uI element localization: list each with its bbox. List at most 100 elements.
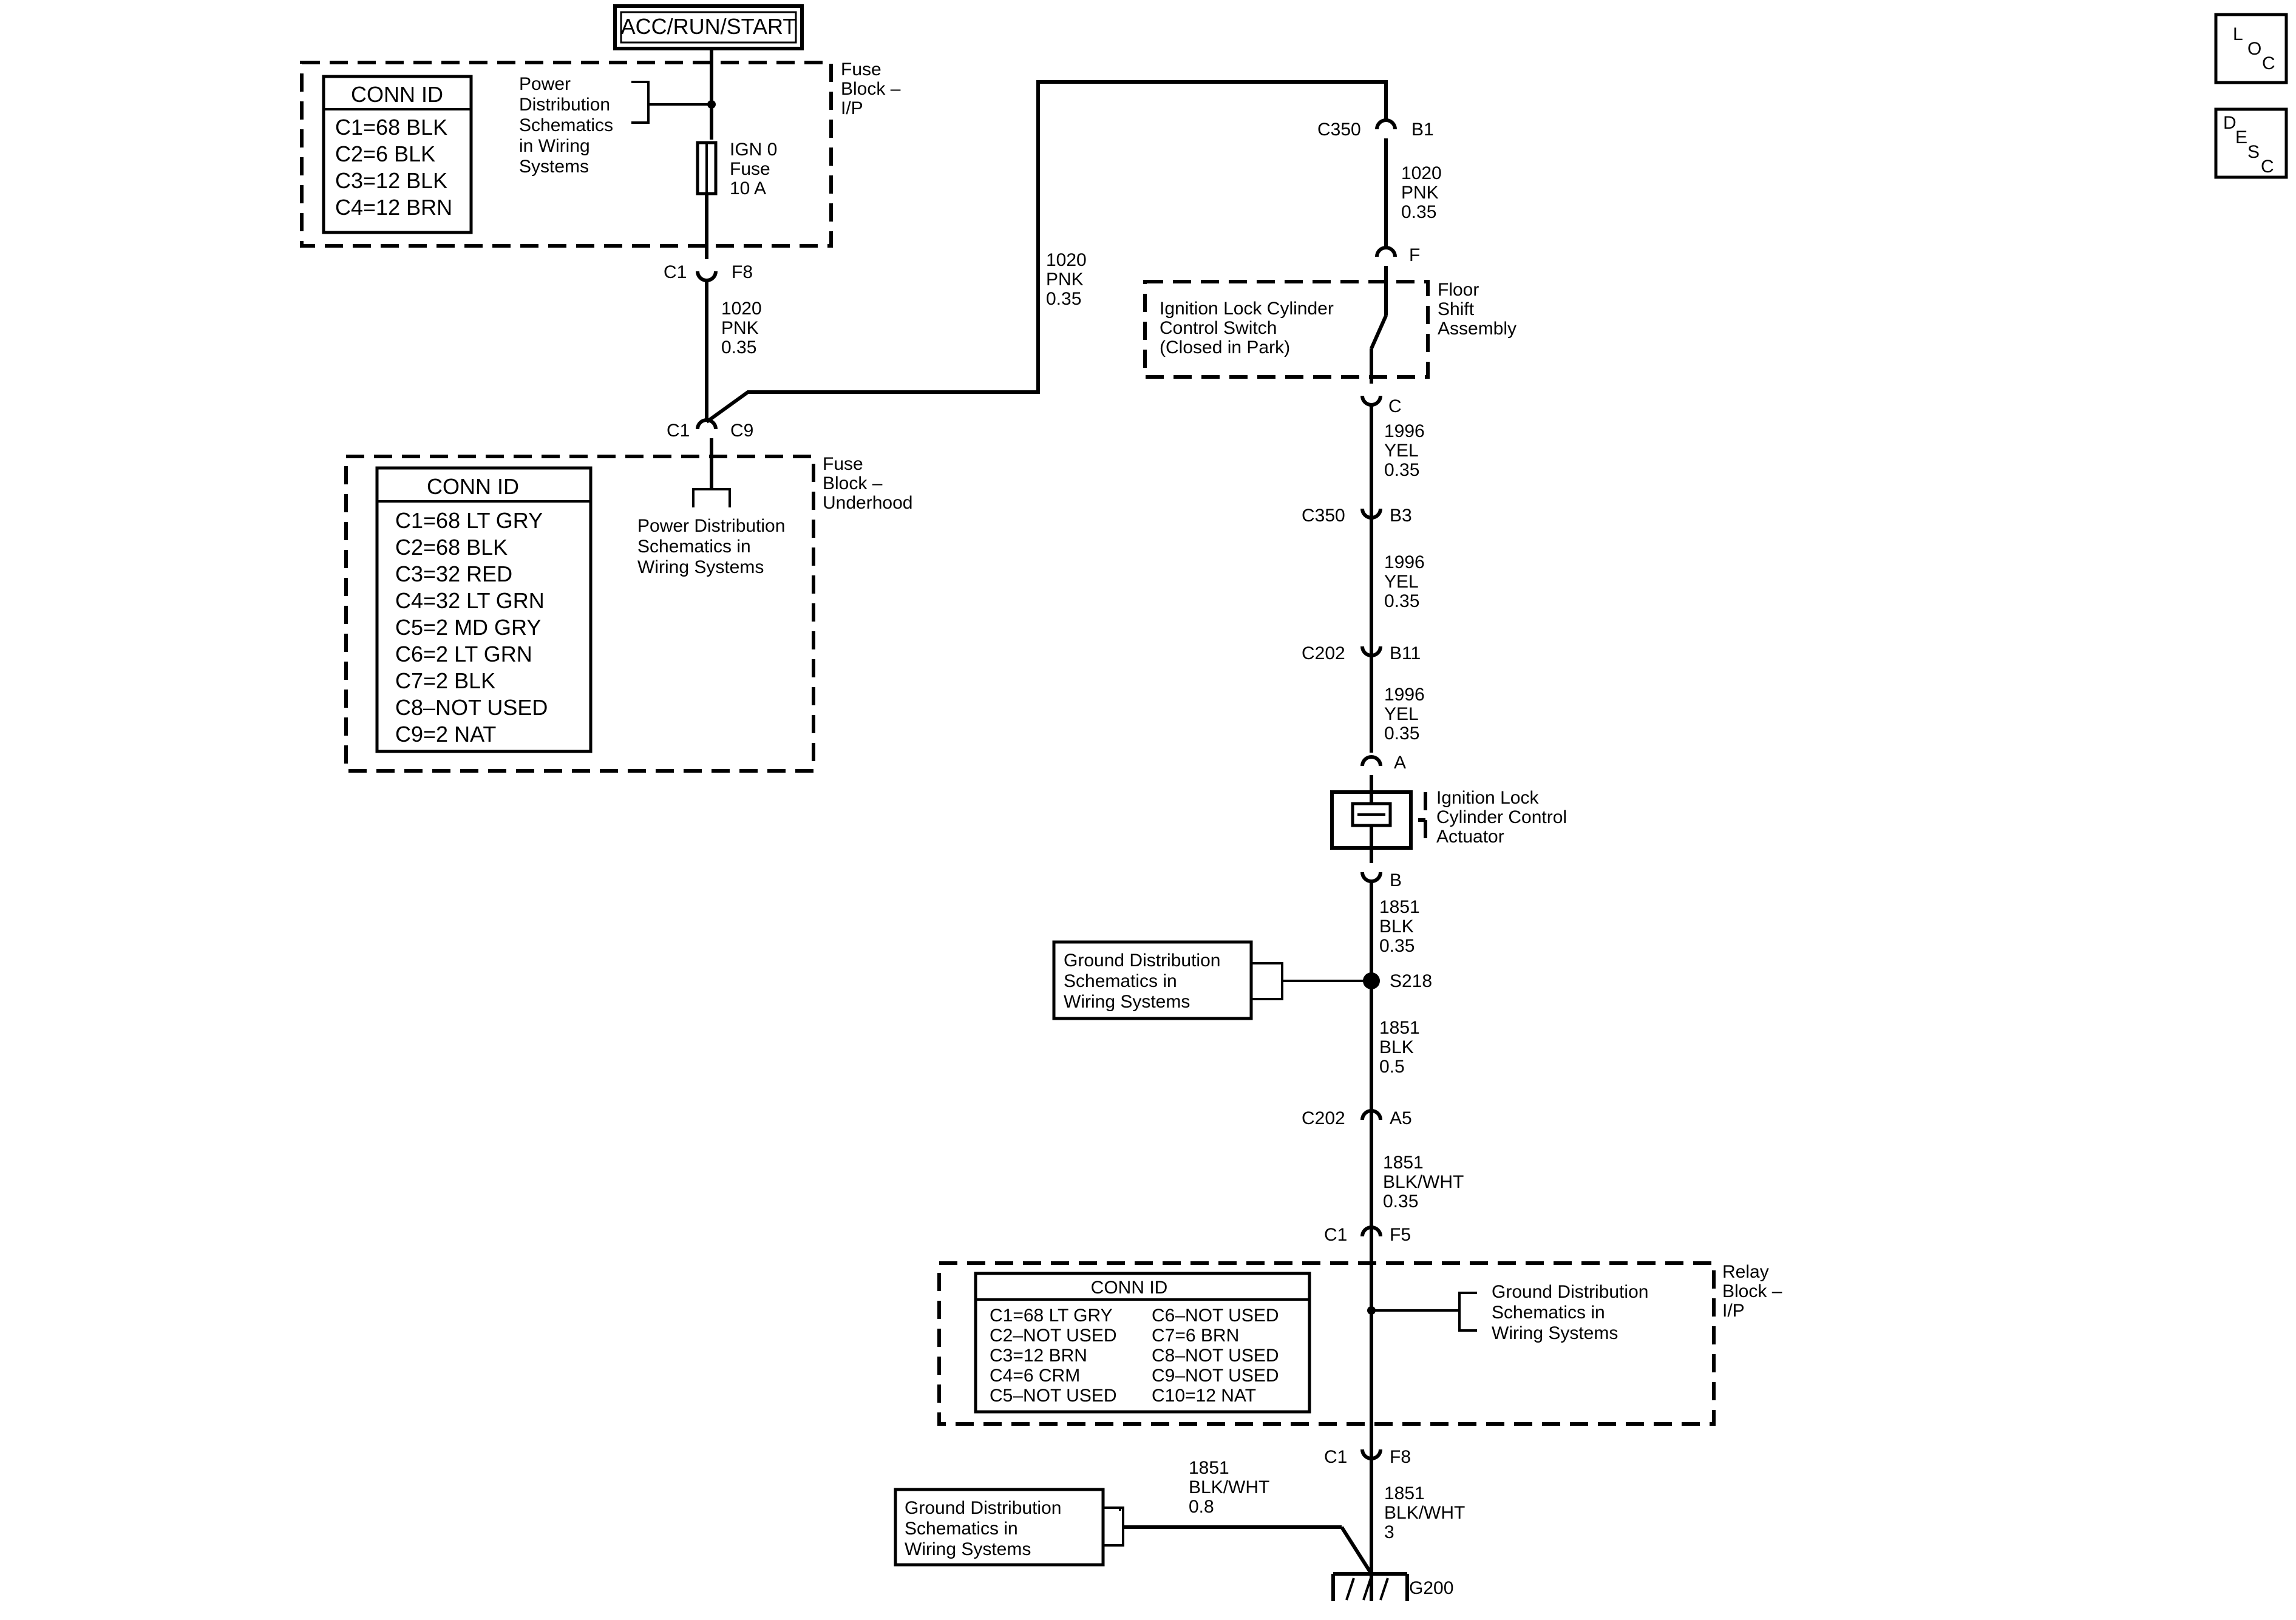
wire-label-1851-c: 1851 BLK/WHT 0.35 <box>1383 1153 1464 1212</box>
svg-text:0.35: 0.35 <box>1046 289 1081 309</box>
svg-text:B3: B3 <box>1390 506 1412 526</box>
svg-text:Distribution: Distribution <box>519 95 610 115</box>
ign-fuse: IGN 0 Fuse 10 A <box>696 140 777 198</box>
conn-row: C3=12 BRN <box>990 1346 1087 1366</box>
svg-text:0.35: 0.35 <box>1384 591 1419 611</box>
svg-text:Shift: Shift <box>1438 299 1475 319</box>
svg-text:1996: 1996 <box>1384 685 1425 705</box>
svg-text:S218: S218 <box>1390 971 1432 991</box>
svg-text:A: A <box>1394 753 1406 773</box>
conn-row: C1=68 BLK <box>335 115 447 140</box>
svg-text:in Wiring: in Wiring <box>519 136 590 156</box>
fuse-block-ip-conn-table: CONN ID C1=68 BLK C2=6 BLK C3=12 BLK C4=… <box>322 75 473 234</box>
connector-c1-f5: C1 F5 <box>1324 1225 1411 1245</box>
svg-text:C1: C1 <box>1324 1225 1347 1245</box>
connector-c350-b1: C350 B1 <box>1317 118 1434 140</box>
svg-text:Wiring Systems: Wiring Systems <box>637 557 764 577</box>
relay-block-ip-label: Relay Block – I/P <box>1722 1262 1782 1321</box>
pin-a: A <box>1360 753 1406 773</box>
svg-text:Block –: Block – <box>841 79 901 99</box>
svg-text:Ground Distribution: Ground Distribution <box>905 1498 1061 1518</box>
svg-text:IGN 0: IGN 0 <box>730 140 777 160</box>
svg-text:C202: C202 <box>1302 643 1345 663</box>
svg-text:Schematics in: Schematics in <box>1492 1303 1605 1323</box>
conn-row: C2=6 BLK <box>335 141 435 166</box>
svg-text:1851: 1851 <box>1383 1153 1424 1173</box>
conn-row: C5–NOT USED <box>990 1386 1117 1406</box>
conn-row: C9–NOT USED <box>1152 1366 1279 1386</box>
fuse-block-underhood-outline <box>344 455 815 773</box>
svg-text:(Closed in Park): (Closed in Park) <box>1160 337 1290 358</box>
svg-text:Control Switch: Control Switch <box>1160 318 1277 338</box>
wire-label-1996-c: 1996 YEL 0.35 <box>1384 685 1425 744</box>
svg-text:B1: B1 <box>1411 120 1434 140</box>
desc-button[interactable]: D E S C <box>2214 107 2288 179</box>
svg-text:Schematics in: Schematics in <box>637 537 751 557</box>
svg-text:BLK/WHT: BLK/WHT <box>1189 1477 1269 1497</box>
svg-text:BLK: BLK <box>1379 1037 1414 1057</box>
ignition-lock-switch-label: Ignition Lock Cylinder Control Switch (C… <box>1160 299 1334 358</box>
svg-text:0.35: 0.35 <box>1384 460 1419 480</box>
svg-text:10 A: 10 A <box>730 178 766 198</box>
conn-row: C8–NOT USED <box>1152 1346 1279 1366</box>
svg-text:Wiring Systems: Wiring Systems <box>1492 1323 1618 1343</box>
svg-text:I/P: I/P <box>1722 1301 1745 1321</box>
svg-text:Block –: Block – <box>823 473 883 493</box>
wire-to-c350 <box>705 80 1388 424</box>
connector-c350-b3: C350 B3 <box>1302 506 1412 526</box>
svg-text:YEL: YEL <box>1384 441 1419 461</box>
wire-label-1851-b: 1851 BLK 0.5 <box>1379 1018 1420 1077</box>
svg-text:CONN ID: CONN ID <box>351 82 443 107</box>
svg-text:0.35: 0.35 <box>1401 202 1436 222</box>
svg-text:0.35: 0.35 <box>1384 724 1419 744</box>
svg-text:Systems: Systems <box>519 157 589 177</box>
pin-f: F <box>1375 245 1420 265</box>
ground-ref-splice: Ground Distribution Schematics in Wiring… <box>1052 940 1253 1020</box>
wire-label-1996-b: 1996 YEL 0.35 <box>1384 552 1425 611</box>
wire-label-1996-a: 1996 YEL 0.35 <box>1384 421 1425 480</box>
svg-text:Ignition Lock: Ignition Lock <box>1436 788 1539 808</box>
wire-label-1020-b: 1020 PNK 0.35 <box>1046 250 1087 309</box>
wire-label-1020-c: 1020 PNK 0.35 <box>1401 163 1442 222</box>
wire-label-1851-a: 1851 BLK 0.35 <box>1379 897 1420 956</box>
svg-text:0.5: 0.5 <box>1379 1057 1405 1077</box>
svg-text:Ground Distribution: Ground Distribution <box>1064 951 1220 971</box>
svg-text:BLK/WHT: BLK/WHT <box>1384 1503 1465 1523</box>
relay-block-ip-outline <box>937 1261 1716 1426</box>
conn-row: C9=2 NAT <box>395 722 496 747</box>
svg-text:E: E <box>2235 127 2247 147</box>
svg-text:C202: C202 <box>1302 1108 1345 1128</box>
svg-text:Ground Distribution: Ground Distribution <box>1492 1282 1648 1302</box>
svg-text:Wiring Systems: Wiring Systems <box>905 1539 1031 1559</box>
svg-text:C9: C9 <box>730 421 753 441</box>
svg-text:Power Distribution: Power Distribution <box>637 516 785 536</box>
svg-text:1851: 1851 <box>1384 1483 1425 1503</box>
svg-text:Floor: Floor <box>1438 280 1479 300</box>
svg-text:G200: G200 <box>1409 1578 1453 1598</box>
conn-row: C5=2 MD GRY <box>395 615 541 640</box>
conn-row: C3=32 RED <box>395 561 512 586</box>
wire-label-1020-a: 1020 PNK 0.35 <box>721 299 762 358</box>
svg-text:F5: F5 <box>1390 1225 1411 1245</box>
svg-text:1020: 1020 <box>721 299 762 319</box>
svg-text:1851: 1851 <box>1189 1458 1229 1478</box>
source-box: ACC/RUN/START <box>613 4 804 50</box>
pin-b: B <box>1360 870 1402 890</box>
svg-text:Power: Power <box>519 74 571 94</box>
svg-text:C1: C1 <box>667 421 690 441</box>
wire-label-1851-e: 1851 BLK/WHT 0.8 <box>1189 1458 1269 1517</box>
svg-text:Assembly: Assembly <box>1438 319 1517 339</box>
conn-row: C3=12 BLK <box>335 168 447 193</box>
conn-row: C6–NOT USED <box>1152 1306 1279 1326</box>
svg-text:Ignition Lock Cylinder: Ignition Lock Cylinder <box>1160 299 1334 319</box>
relay-ground-branch: Ground Distribution Schematics in Wiring… <box>1367 1282 1648 1343</box>
svg-text:1996: 1996 <box>1384 421 1425 441</box>
loc-button[interactable]: L O C <box>2214 13 2288 84</box>
svg-text:O: O <box>2247 39 2261 59</box>
conn-row: C4=12 BRN <box>335 195 452 220</box>
svg-text:0.35: 0.35 <box>1383 1191 1418 1212</box>
svg-text:B: B <box>1390 870 1402 890</box>
ground-ref-bottom: Ground Distribution Schematics in Wiring… <box>894 1488 1105 1567</box>
